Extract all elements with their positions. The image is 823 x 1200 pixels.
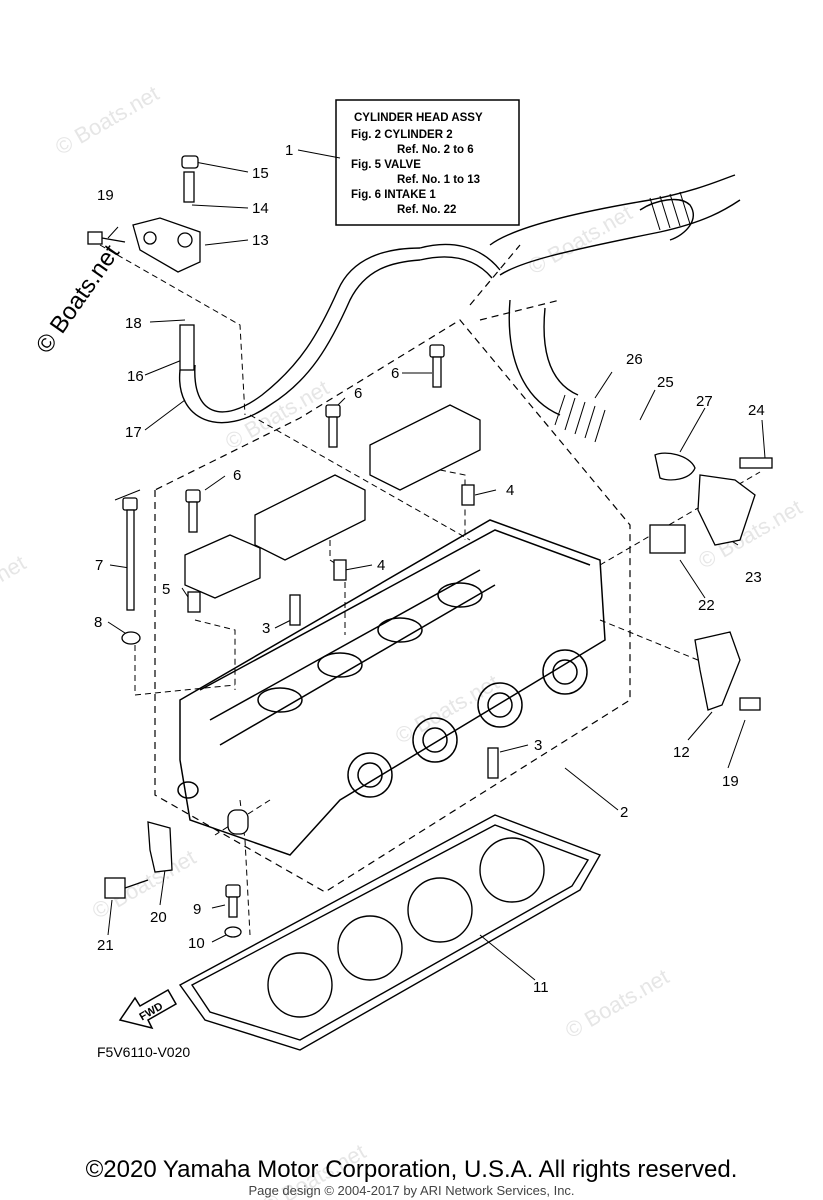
ref-number: 11	[533, 979, 549, 996]
head-gasket	[178, 814, 602, 1051]
page-design-footer: Page design © 2004-2017 by ARI Network S…	[248, 1183, 575, 1198]
ref-number: 2	[620, 804, 628, 821]
ref-number: 6	[233, 467, 241, 484]
ref-number: 18	[125, 315, 142, 332]
watermark-side: © Boats.net	[31, 240, 125, 359]
ref-number: 15	[252, 165, 269, 182]
ref-number: 26	[626, 351, 643, 368]
intake-hose	[489, 174, 741, 416]
ref-number: 20	[150, 909, 167, 926]
copyright-text: ©2020 Yamaha Motor Corporation, U.S.A. A…	[85, 1156, 738, 1183]
leader-lines	[107, 149, 766, 981]
ref-number: 27	[696, 393, 713, 410]
info-box-line: Ref. No. 2 to 6	[397, 144, 474, 156]
info-box-line: Ref. No. 1 to 13	[397, 174, 480, 186]
ref-number: 4	[506, 482, 514, 499]
ref-number: 19	[722, 773, 739, 790]
ref-number: 16	[127, 368, 144, 385]
watermark: © Boats.net	[221, 375, 333, 454]
watermark: © Boats.net	[0, 550, 30, 629]
fwd-arrow: FWD	[118, 988, 178, 1030]
ref-number: 12	[673, 744, 690, 761]
watermark: © Boats.net	[51, 81, 163, 160]
ref-number: 13	[252, 232, 269, 249]
ref-number: 17	[125, 424, 142, 441]
info-box-line: Ref. No. 22	[397, 204, 456, 216]
small-parts	[87, 155, 773, 938]
fwd-label: FWD	[137, 1000, 165, 1023]
info-box-line: Fig. 6 INTAKE 1	[351, 189, 436, 201]
ref-number: 6	[354, 385, 362, 402]
info-box-title: CYLINDER HEAD ASSY	[354, 112, 483, 124]
info-box: CYLINDER HEAD ASSY Fig. 2 CYLINDER 2 Ref…	[335, 99, 520, 226]
ref-number: 22	[698, 597, 715, 614]
ref-number: 7	[95, 557, 103, 574]
ref-number: 6	[391, 365, 399, 382]
assembly-outline	[154, 244, 631, 893]
ref-number: 9	[193, 901, 201, 918]
ref-number: 24	[748, 402, 765, 419]
info-box-line: Fig. 2 CYLINDER 2	[351, 129, 453, 141]
figure-code: F5V6110-V020	[97, 1044, 190, 1060]
ref-number: 23	[745, 569, 762, 586]
ref-number: 25	[657, 374, 674, 391]
ref-number: 3	[262, 620, 270, 637]
hose-ribs	[554, 191, 691, 443]
ref-number: 3	[534, 737, 542, 754]
ref-number: 5	[162, 581, 170, 598]
ref-number: 10	[188, 935, 205, 952]
ref-number: 21	[97, 937, 114, 954]
cylinder-head	[177, 519, 606, 856]
ref-number: 19	[97, 187, 114, 204]
ref-number: 1	[285, 142, 293, 159]
watermark: © Boats.net	[561, 964, 673, 1043]
ref-number: 8	[94, 614, 102, 631]
ref-number: 14	[252, 200, 269, 217]
breather-hose	[179, 243, 501, 424]
reference-numbers: 1 2 3 3 4 4 5 6 6 6 7 8 9 10 11 12 13 14…	[94, 142, 765, 996]
info-box-line: Fig. 5 VALVE	[351, 159, 421, 171]
ref-number: 4	[377, 557, 385, 574]
